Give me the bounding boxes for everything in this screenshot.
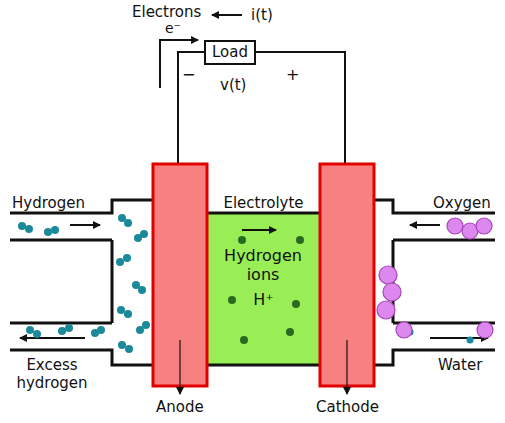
outlet-label: Water: [438, 356, 482, 374]
electrolyte-fill: [207, 213, 320, 365]
electrolyte-region: ElectrolyteHydrogen ionsH⁺: [208, 192, 319, 364]
annotation: Electrons: [132, 3, 201, 21]
leader-lines: [180, 340, 347, 394]
flow-arrows: [20, 225, 488, 338]
cell-walls: [10, 200, 495, 365]
current-label: i(t): [251, 6, 273, 24]
electron-symbol: e⁻: [165, 19, 181, 37]
part-name: Anode: [156, 398, 204, 416]
inlet-label: Hydrogen: [12, 194, 85, 212]
region-heading: Electrolyte: [208, 194, 319, 213]
voltage-label: v(t): [220, 76, 246, 94]
ion-label: Hydrogen ions: [218, 246, 308, 284]
current-arrow: [212, 14, 242, 16]
part-name: Cathode: [316, 398, 379, 416]
polarity-sign: +: [286, 66, 299, 84]
hydrogen-molecules: [18, 214, 474, 353]
circuit-wires: [178, 52, 345, 163]
load-box: Load: [204, 40, 256, 65]
inlet-label: Oxygen: [433, 194, 491, 212]
ion-symbol: H⁺: [208, 290, 319, 309]
load-label: Load: [212, 43, 248, 62]
electron-arrow: [160, 40, 198, 88]
outlet-label: Excess hydrogen: [12, 356, 92, 392]
oxygen-molecules: [377, 218, 493, 338]
polarity-sign: −: [182, 66, 195, 84]
